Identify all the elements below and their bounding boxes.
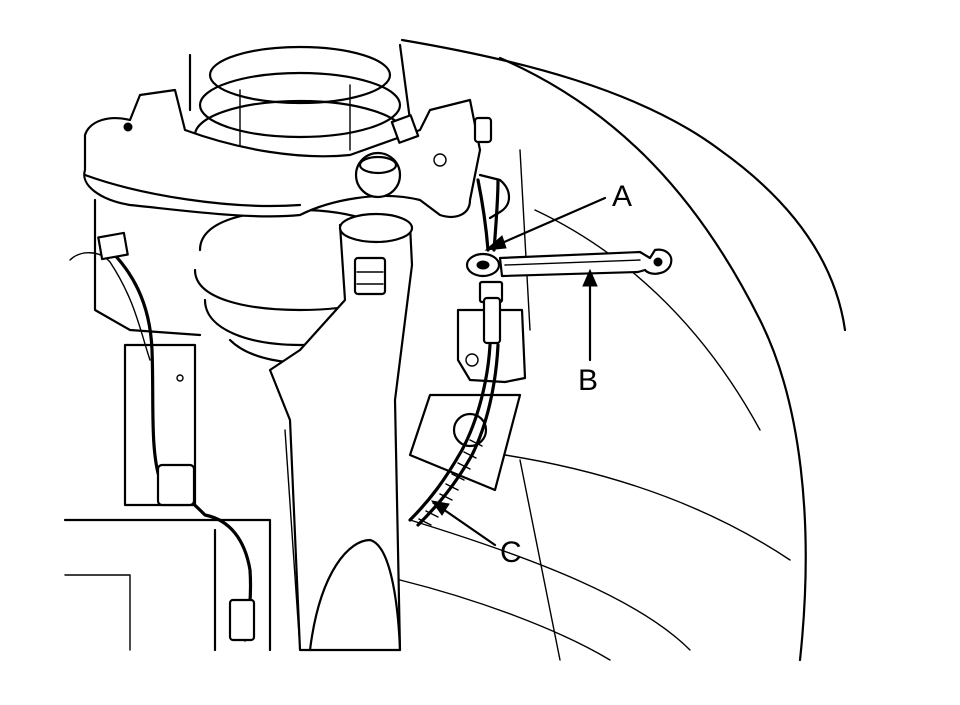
callout-arrow-c bbox=[430, 500, 497, 547]
callout-label-b: B bbox=[578, 364, 598, 397]
vehicle-body-outline bbox=[399, 38, 847, 662]
brake-hose-bracket bbox=[408, 173, 527, 492]
upper-control-arm bbox=[83, 88, 493, 218]
steering-knuckle bbox=[268, 212, 414, 652]
callout-arrow-a bbox=[484, 196, 607, 251]
brake-line-fitting bbox=[465, 252, 501, 278]
callout-label-c: C bbox=[500, 536, 522, 569]
flare-nut-wrench bbox=[498, 248, 673, 278]
callout-arrow-b bbox=[582, 268, 598, 362]
left-bracket-assembly bbox=[63, 198, 272, 652]
callout-label-a: A bbox=[612, 180, 632, 213]
